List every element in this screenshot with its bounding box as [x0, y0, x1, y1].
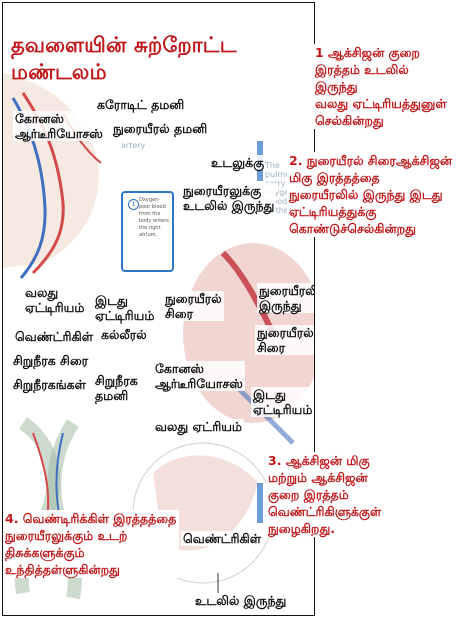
step-2-text: 2. நுரையீரல் சிரைஆக்சிஜன் மிகு இரத்தத்தை…	[287, 152, 457, 237]
label-from-lung: நுரையீரலில் இருந்து	[257, 283, 315, 313]
label-right-atrium: வலது ஏட்டிரியம்	[23, 285, 86, 315]
blue-vessel-right-2	[257, 483, 263, 523]
label-to-lungs-from-body: நுரையீரலுக்கு உடலில் இருந்து	[181, 183, 276, 213]
faded-artery-text: artery	[121, 141, 145, 150]
label-ventricle-bottom: வெண்ட்ரிகிள்	[181, 531, 263, 546]
callout-number: 1	[128, 199, 139, 210]
callout-text: Oxygen-poor blood from the body enters t…	[139, 197, 169, 239]
label-ventricle-left: வெண்ட்ரிகிள்	[13, 329, 95, 344]
label-to-body: உடலுக்கு	[209, 155, 266, 170]
label-conus-arteriosus-top: கோனஸ் ஆர்டீரியோசஸ்	[13, 111, 105, 141]
label-renal-artery: சிறுநீரக தமனி	[93, 373, 140, 403]
label-right-atrium-bottom: வலது ஏட்ரியம்	[153, 419, 244, 434]
step-1-text: 1 ஆக்சிஜன் குறை இரத்தம் உடலில் இருந்து வ…	[313, 44, 457, 129]
page-title: தவளையின் சுற்றோட்ட மண்டலம்	[11, 33, 314, 87]
label-conus-arteriosus-mid: கோனஸ் ஆர்டீரியோசஸ்	[153, 361, 245, 391]
frog-upper-body	[3, 73, 99, 268]
step-4-text: 4. வெண்டிரிக்கிள் இரத்தத்தை நுரையீரலுக்க…	[3, 510, 179, 578]
label-left-atrium-bottom: இடது ஏட்டிரியம்	[251, 387, 314, 417]
label-renal-vein: சிறுநீரக சிரை	[11, 353, 90, 368]
label-from-body-bottom: உடலில் இருந்து	[193, 593, 288, 608]
english-callout-box: 1 Oxygen-poor blood from the body enters…	[121, 191, 174, 272]
label-liver: கல்லீரல்	[99, 327, 149, 342]
label-pulmonary-vein-right: நுரையீரல் சிரை	[255, 325, 315, 355]
step-3-text: 3. ஆக்சிஜன் மிகு மற்றும் ஆக்சிஜன் குறை இ…	[266, 452, 390, 537]
label-kidneys: சிறுநீரகங்கள்	[11, 377, 88, 392]
label-carotid-artery: கரோடிட் தமனி	[95, 97, 186, 112]
label-left-atrium: இடது ஏட்டிரியம்	[93, 293, 156, 323]
label-pulmonary-artery: நுரையீரல் தமனி	[111, 121, 209, 136]
label-pulmonary-vein-mid: நுரையீரல் சிரை	[163, 291, 224, 321]
